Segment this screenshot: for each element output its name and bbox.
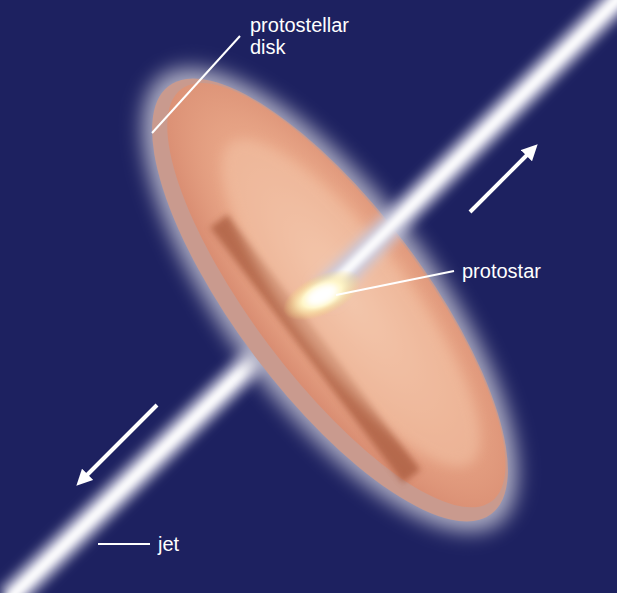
flow-arrow [470,150,532,212]
jet-lower [8,330,285,593]
jet-glow [8,330,285,593]
protostar-core [304,281,340,309]
leader-line [98,543,150,545]
part-label: protostar [462,260,592,282]
part-label: protostellar disk [250,14,380,58]
leader-line [152,36,240,133]
protostar-glow [275,259,368,331]
jet-core [322,0,617,295]
jet-upper [322,0,617,295]
leader-line [336,271,454,295]
part-label: jet [158,533,238,555]
jet-core [8,330,285,593]
jet-glow [322,0,617,295]
flow-arrow [82,405,157,480]
